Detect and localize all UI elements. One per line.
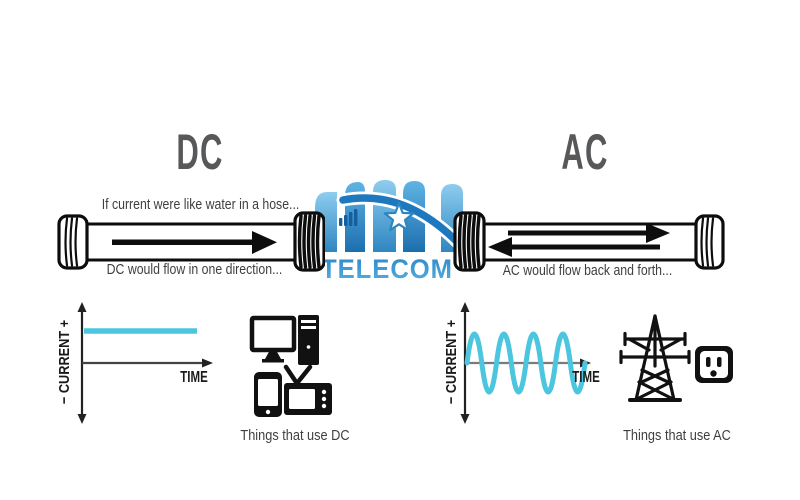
power-outlet-icon: [695, 346, 733, 383]
television-icon: [283, 364, 332, 415]
dc-devices-icons: [249, 315, 332, 417]
logo-wordmark: TELECOM: [321, 254, 453, 284]
ac-devices-icons: [619, 314, 733, 402]
dc-flow-arrow-icon: [112, 231, 277, 254]
dc-caption-bottom: DC would flow in one direction...: [106, 261, 283, 278]
smartphone-icon: [254, 372, 282, 417]
ac-graph: [460, 302, 591, 424]
dc-x-axis-label: TIME: [180, 369, 208, 386]
logo-mark-icon: [315, 180, 469, 255]
dc-hose-left-coupling: [57, 214, 89, 270]
dc-title: DC: [176, 124, 224, 180]
logo-star-icon: [383, 201, 415, 232]
dc-hose-right-coupling: [293, 211, 325, 272]
ac-y-axis-label: − CURRENT +: [443, 319, 460, 405]
ac-hose: [453, 211, 725, 272]
ac-caption-bottom: AC would flow back and forth...: [502, 262, 673, 279]
logo-signal-bars-icon: [339, 209, 358, 226]
transmission-tower-icon: [619, 314, 691, 402]
dc-devices-label: Things that use DC: [240, 427, 350, 444]
ac-title: AC: [561, 124, 609, 180]
telecom-logo-icon: TELECOM: [315, 180, 469, 285]
ac-devices-label: Things that use AC: [623, 427, 731, 444]
ac-sine-wave: [464, 331, 588, 395]
ac-x-axis-label: TIME: [572, 369, 600, 386]
desktop-computer-icon: [249, 315, 319, 365]
ac-hose-left-coupling: [453, 211, 486, 272]
dc-y-axis-label: − CURRENT +: [56, 319, 73, 405]
dc-hose: [57, 211, 325, 272]
dc-graph: [77, 302, 213, 424]
ac-flow-arrows-icon: [488, 223, 670, 257]
dc-caption-top: If current were like water in a hose...: [101, 196, 300, 213]
ac-hose-right-coupling: [694, 214, 725, 270]
